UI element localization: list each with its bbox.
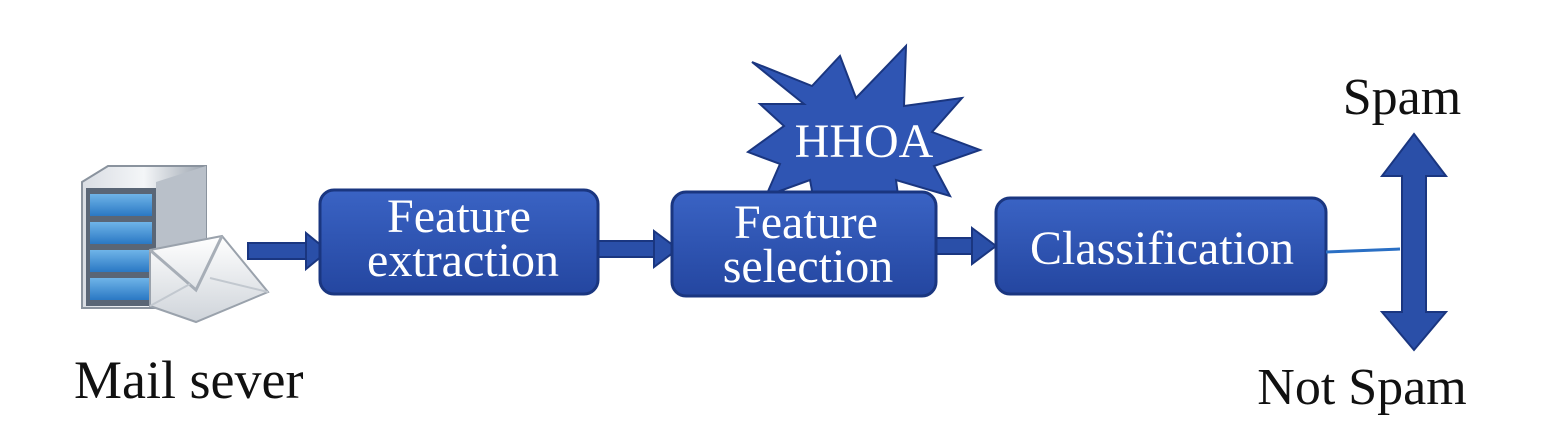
step-feature-extraction: Feature extraction — [318, 188, 600, 296]
mail-server-label: Mail sever — [74, 350, 303, 410]
step-classification-label: Classification — [1030, 222, 1294, 275]
step-feature-selection-line1: Feature — [734, 196, 878, 249]
decision-double-arrow — [1379, 132, 1449, 352]
step-classification: Classification — [994, 196, 1328, 296]
arrow-selection-to-classification — [933, 226, 998, 266]
classification-connector — [1325, 247, 1401, 254]
output-not-spam-label: Not Spam — [1257, 359, 1466, 416]
starburst-icon — [745, 43, 983, 214]
output-spam-label: Spam — [1343, 69, 1461, 126]
step-feature-selection-line2: selection — [723, 240, 894, 293]
step-feature-selection: Feature selection — [670, 190, 938, 298]
optimizer-label: HHOA — [795, 115, 934, 168]
arrow-extraction-to-selection — [595, 229, 680, 269]
envelope-icon — [149, 234, 270, 324]
arrow-server-to-extraction — [247, 230, 330, 272]
step-feature-extraction-line2: extraction — [367, 234, 559, 287]
step-feature-extraction-line1: Feature — [387, 190, 531, 243]
